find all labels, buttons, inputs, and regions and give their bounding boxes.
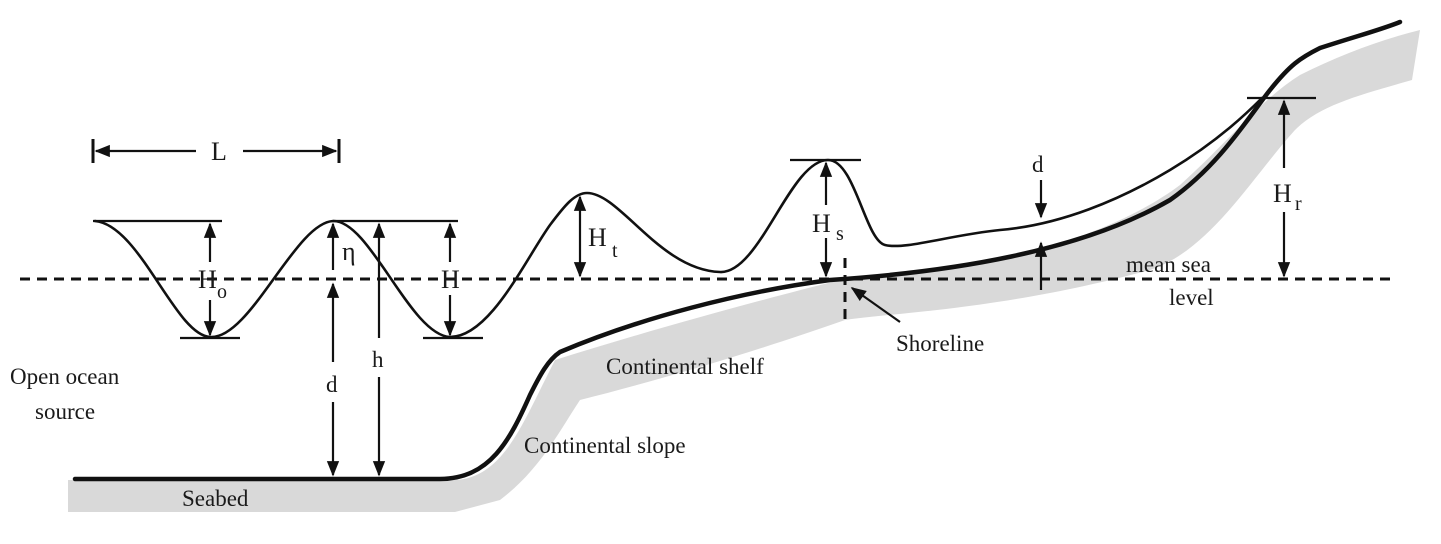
hs-label: H bbox=[812, 209, 831, 238]
seabed-label: Seabed bbox=[182, 486, 249, 511]
wavelength-label: L bbox=[211, 137, 227, 166]
msl-label-line1: mean sea bbox=[1126, 252, 1211, 277]
hs-subscript: s bbox=[836, 223, 844, 245]
continental-shelf-label: Continental shelf bbox=[606, 354, 764, 379]
continental-slope-label: Continental slope bbox=[524, 433, 686, 458]
open-ocean-label-line1: Open ocean bbox=[10, 364, 120, 389]
open-ocean-label-line2: source bbox=[35, 399, 95, 424]
wave-height-label: H bbox=[441, 265, 460, 294]
seafloor-profile bbox=[72, 19, 1403, 482]
ho-label: H bbox=[198, 265, 217, 294]
depth-label: d bbox=[326, 372, 338, 397]
hr-label: H bbox=[1273, 179, 1292, 208]
hr-subscript: r bbox=[1295, 193, 1302, 215]
flow-depth-label: d bbox=[1032, 152, 1044, 177]
h-total-label: h bbox=[372, 347, 384, 372]
ht-label: H bbox=[588, 223, 607, 252]
open-ocean-wave bbox=[93, 96, 1264, 339]
shoreline-pointer bbox=[850, 287, 901, 323]
ground-shading bbox=[68, 30, 1420, 512]
ht-subscript: t bbox=[612, 240, 618, 262]
ho-subscript: o bbox=[217, 281, 227, 303]
shoreline-label: Shoreline bbox=[896, 331, 984, 356]
eta-label: η bbox=[342, 237, 356, 266]
msl-label-line2: level bbox=[1169, 285, 1214, 310]
